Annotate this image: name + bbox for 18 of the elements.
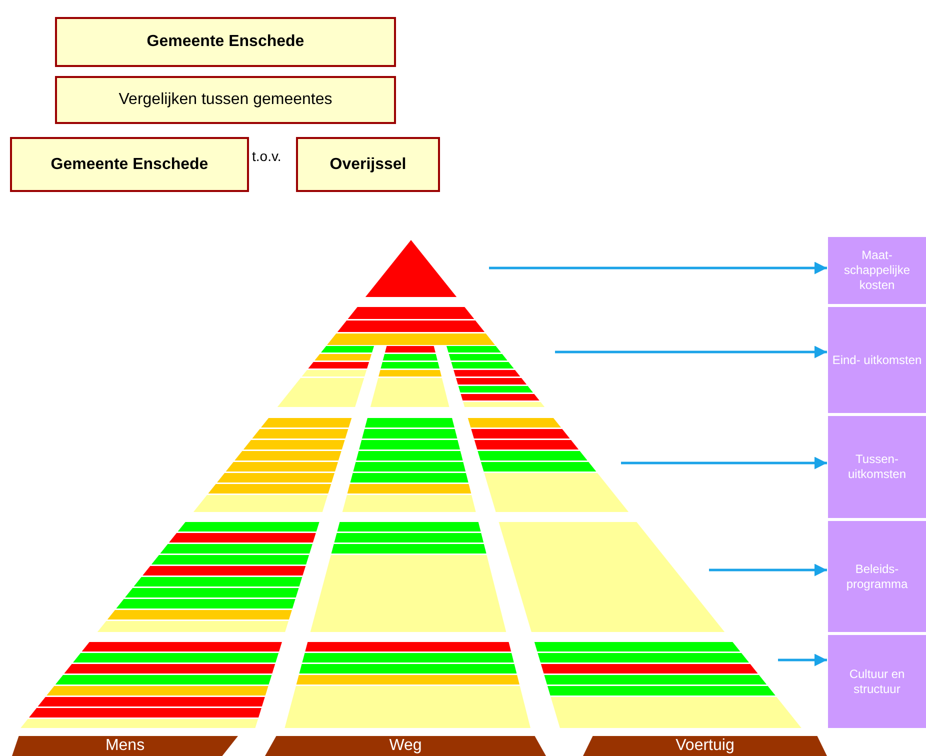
arrow: [621, 456, 827, 470]
arrow: [555, 346, 827, 358]
level-box: Maat- schappelijke kosten: [828, 237, 926, 304]
arrow: [778, 654, 827, 666]
level-box: Tussen- uitkomsten: [828, 416, 926, 518]
level-box: Beleids- programma: [828, 521, 926, 632]
arrow: [489, 262, 827, 274]
level-box: Eind- uitkomsten: [828, 307, 926, 413]
title-box: Gemeente Enschede: [55, 17, 396, 67]
category-label: Weg: [389, 738, 422, 754]
level-box: Cultuur en structuur: [828, 635, 926, 728]
connector-text: t.o.v.: [252, 148, 282, 164]
title-box: Overijssel: [296, 137, 440, 192]
title-box: Vergelijken tussen gemeentes: [55, 76, 396, 124]
arrow: [709, 564, 827, 576]
category-label: Mens: [105, 738, 145, 754]
category-label: Voertuig: [676, 738, 734, 754]
title-box: Gemeente Enschede: [10, 137, 249, 192]
